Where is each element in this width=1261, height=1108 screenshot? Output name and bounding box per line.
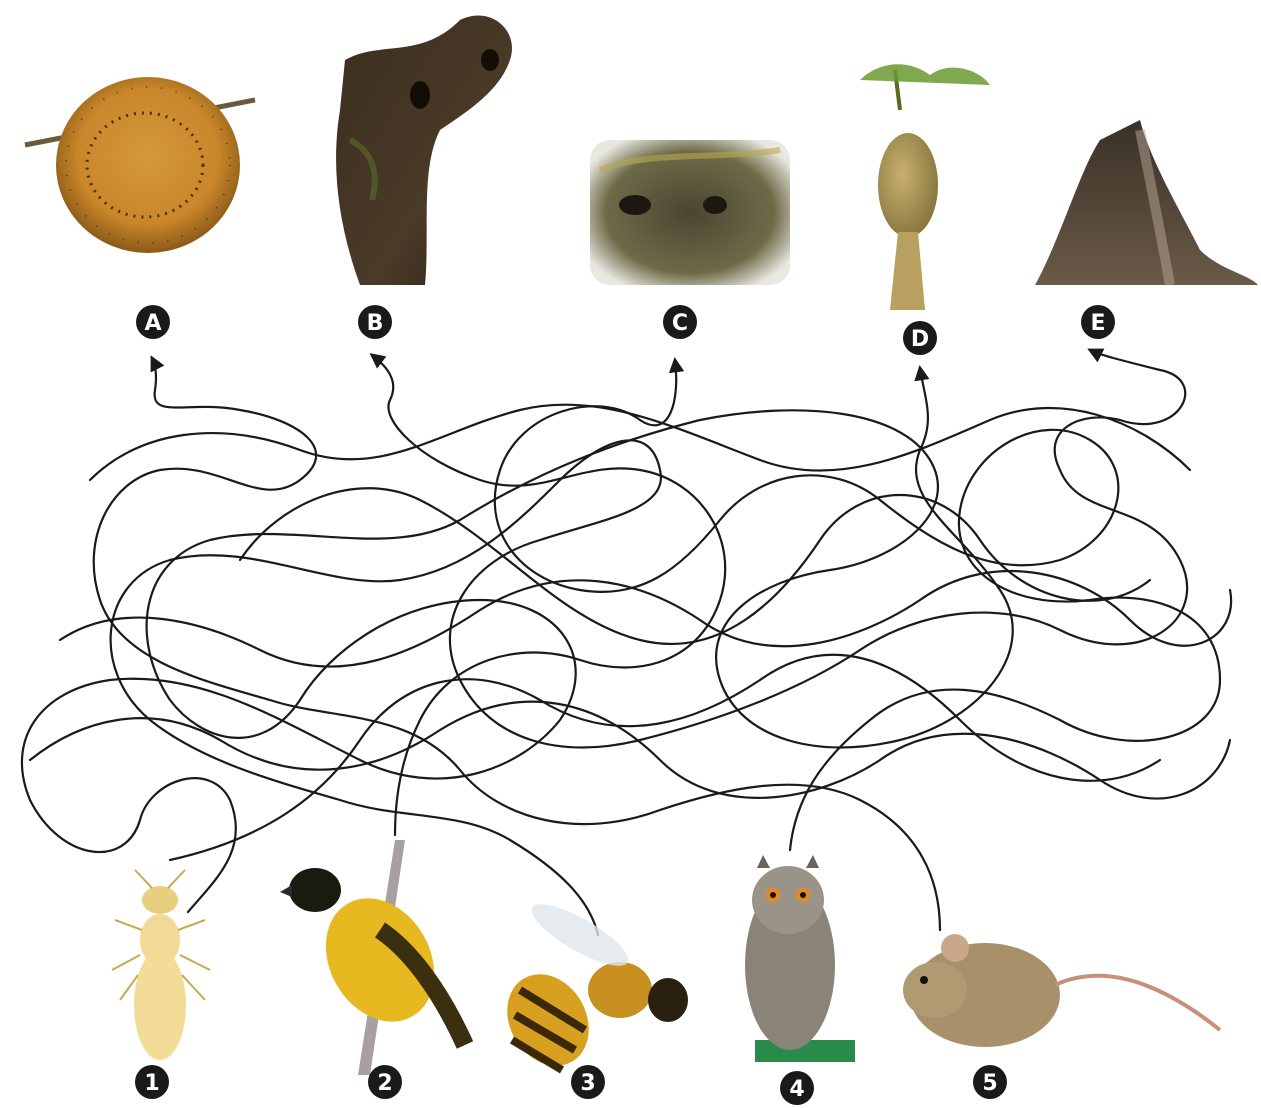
home-letter-b: B <box>367 311 384 336</box>
termite-mound-icon <box>1035 120 1258 285</box>
maze-paths <box>22 350 1231 935</box>
mouse-icon <box>903 934 1220 1047</box>
home-badge-c: C <box>663 305 697 339</box>
animal-badge-4: 4 <box>780 1071 814 1105</box>
termite-icon <box>112 870 210 1060</box>
animal-badge-2: 2 <box>368 1065 402 1099</box>
home-badge-e: E <box>1081 305 1115 339</box>
animal-number-2: 2 <box>377 1071 392 1096</box>
maze-path-1 <box>22 368 1013 912</box>
animal-number-4: 4 <box>789 1077 804 1102</box>
home-letter-d: D <box>911 327 929 352</box>
maze-path-extra-1 <box>60 571 1231 667</box>
maze-path-extra-4 <box>170 655 1160 860</box>
animal-number-3: 3 <box>580 1071 595 1096</box>
honey-bee-icon <box>491 894 688 1081</box>
burrow-in-ground-icon <box>590 140 790 285</box>
woven-nest-icon <box>860 64 990 310</box>
maze-path-extra-5 <box>240 488 1150 644</box>
animal-badge-3: 3 <box>571 1065 605 1099</box>
animal-number-5: 5 <box>982 1071 997 1096</box>
owl-icon <box>745 855 855 1062</box>
hollow-tree-trunk-icon <box>336 16 512 285</box>
animal-badge-5: 5 <box>973 1065 1007 1099</box>
home-badge-d: D <box>903 321 937 355</box>
hanging-nest-icon <box>25 77 255 253</box>
animal-badge-1: 1 <box>135 1065 169 1099</box>
home-badge-b: B <box>358 305 392 339</box>
animal-number-1: 1 <box>144 1071 159 1096</box>
weaver-bird-icon <box>280 840 465 1075</box>
home-letter-e: E <box>1090 311 1105 336</box>
home-letter-c: C <box>672 311 688 336</box>
home-letter-a: A <box>144 311 161 336</box>
home-badge-a: A <box>136 305 170 339</box>
